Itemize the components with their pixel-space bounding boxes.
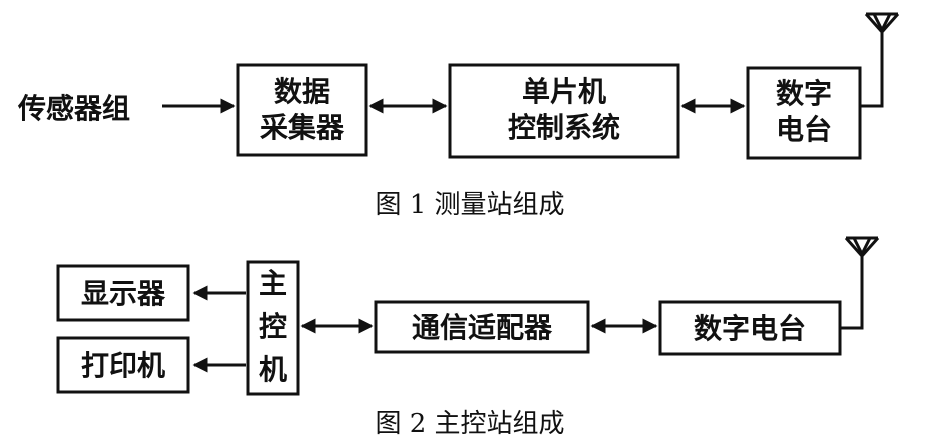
- host-computer-box: 主 控 机: [246, 260, 300, 396]
- comm-adapter-label: 通信适配器: [412, 311, 553, 344]
- data-acquisition-box: 数据 采集器: [236, 63, 368, 157]
- mcu-control-box: 单片机 控制系统: [448, 63, 680, 159]
- printer-label: 打印机: [81, 349, 165, 382]
- digital-radio-2-label: 数字电台: [694, 312, 806, 345]
- data-acquisition-label-line2: 采集器: [260, 111, 345, 144]
- data-acquisition-label-line1: 数据: [274, 75, 330, 108]
- display-box: 显示器: [56, 264, 190, 322]
- antenna-icon: [840, 236, 880, 330]
- display-label: 显示器: [81, 277, 166, 310]
- mcu-control-label-line1: 单片机: [522, 75, 606, 108]
- digital-radio-label-line2: 电台: [776, 113, 832, 146]
- host-label-char3: 机: [259, 353, 287, 386]
- sensor-group-label: 传感器组: [17, 92, 130, 125]
- mcu-control-label-line2: 控制系统: [508, 111, 620, 144]
- printer-box: 打印机: [56, 336, 190, 394]
- antenna-icon: [860, 12, 900, 108]
- digital-radio-label-line1: 数字: [776, 77, 832, 110]
- host-label-char2: 控: [259, 310, 287, 343]
- host-label-char1: 主: [259, 267, 287, 300]
- figure-1: 传感器组 数据 采集器 单片机 控制系统 数字 电台 图 1 测量: [17, 12, 900, 220]
- figure-2-caption: 图 2 主控站组成: [375, 409, 564, 439]
- comm-adapter-box: 通信适配器: [374, 300, 590, 354]
- figure-1-caption: 图 1 测量站组成: [375, 190, 564, 220]
- figure-2: 显示器 打印机 主 控 机 通信适配器 数字电台: [56, 236, 880, 439]
- digital-radio-box-2: 数字电台: [658, 300, 842, 356]
- digital-radio-box-1: 数字 电台: [746, 66, 862, 160]
